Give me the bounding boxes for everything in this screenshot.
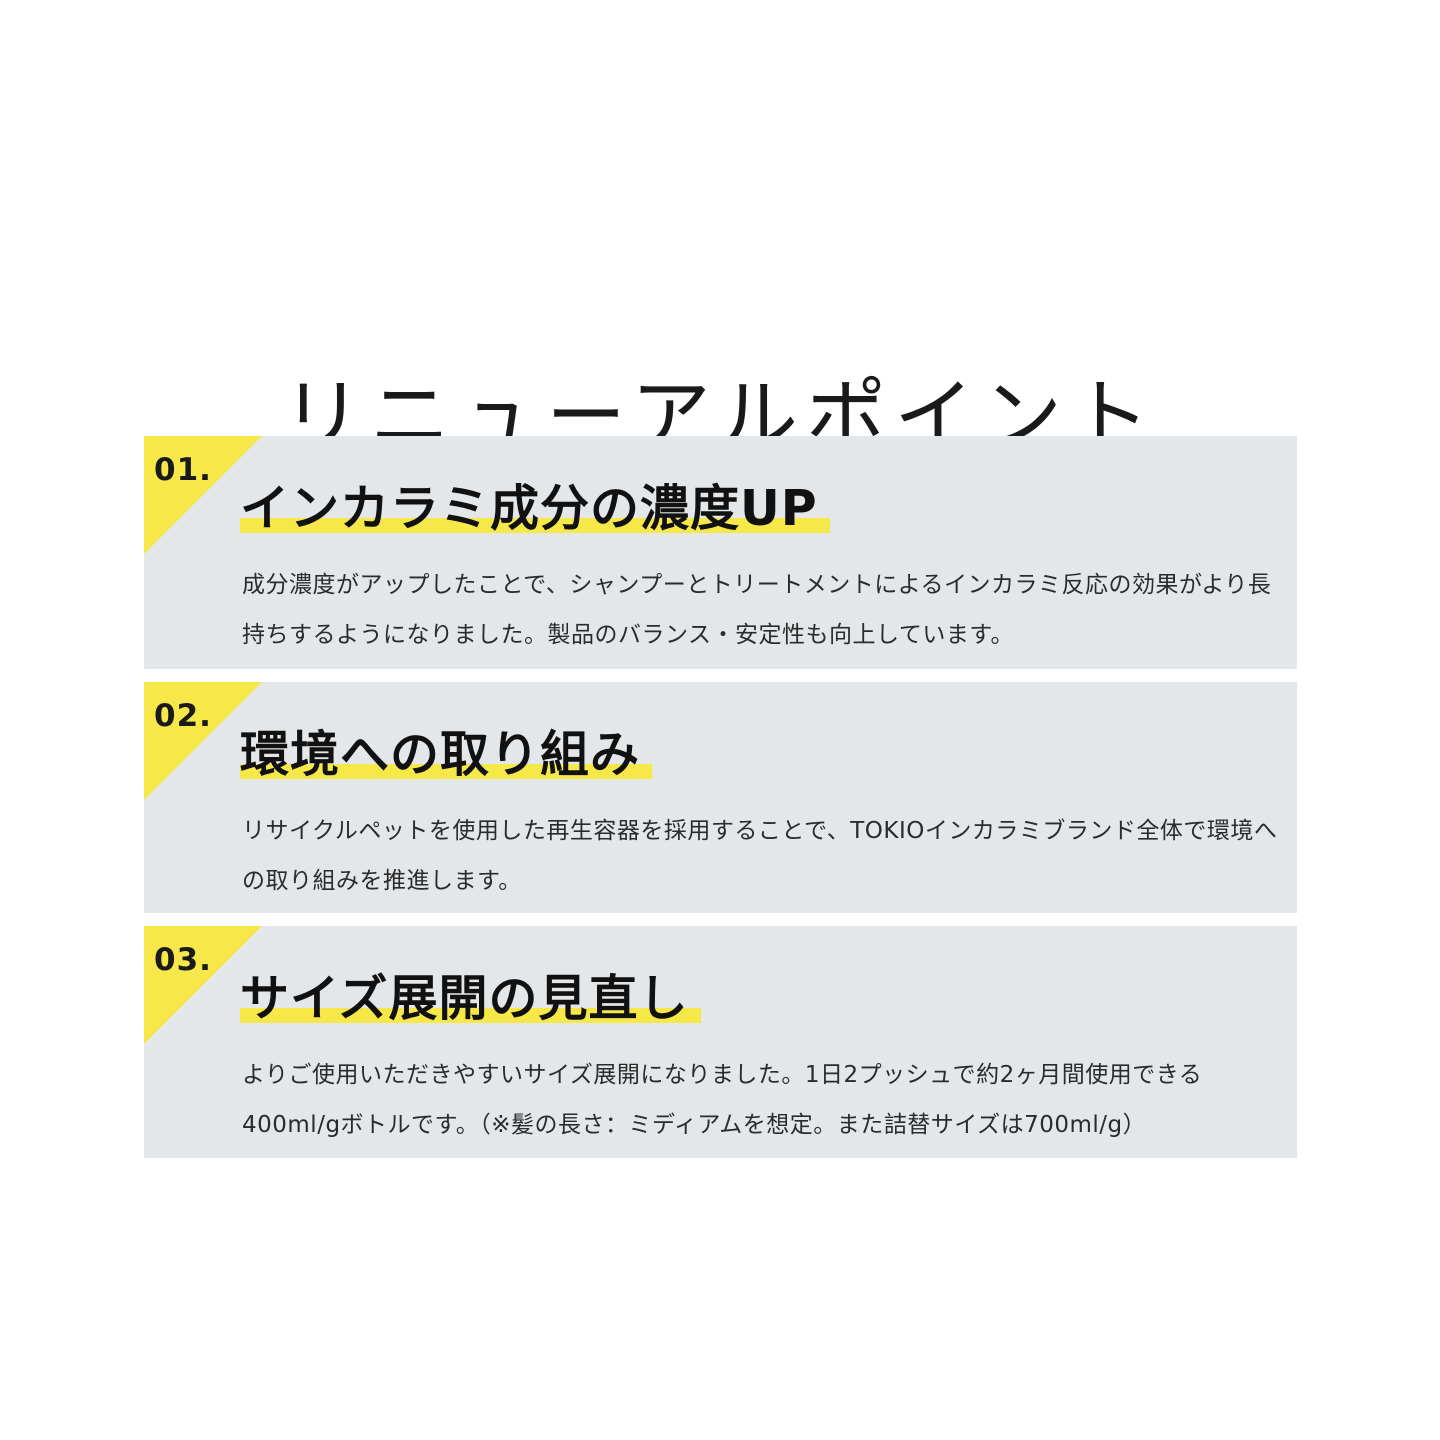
heading-highlight-bar [240, 518, 830, 533]
point-number: 01. [154, 452, 212, 488]
point-heading-text: インカラミ成分の濃度UP [240, 480, 818, 537]
point-number: 03. [154, 942, 212, 978]
corner-flag-decoration [144, 436, 262, 554]
point-description: リサイクルペットを使用した再生容器を採用することで、TOKIOインカラミブランド… [242, 818, 1278, 894]
point-number: 02. [154, 698, 212, 734]
corner-flag-decoration [144, 926, 262, 1044]
heading-highlight-bar [240, 764, 653, 779]
heading-highlight-bar [240, 1008, 701, 1023]
point-heading: インカラミ成分の濃度UP [240, 478, 830, 540]
renewal-point-card-3: 03. サイズ展開の見直し よりご使用いただきやすいサイズ展開になりました。1日… [144, 926, 1297, 1158]
point-heading-text: 環境への取り組み [240, 726, 641, 783]
corner-flag-decoration [144, 682, 262, 800]
renewal-point-card-2: 02. 環境への取り組み リサイクルペットを使用した再生容器を採用することで、T… [144, 682, 1297, 913]
point-heading: サイズ展開の見直し [240, 968, 701, 1030]
point-description: 成分濃度がアップしたことで、シャンプーとトリートメントによるインカラミ反応の効果… [242, 572, 1272, 648]
point-heading: 環境への取り組み [240, 724, 653, 786]
renewal-point-card-1: 01. インカラミ成分の濃度UP 成分濃度がアップしたことで、シャンプーとトリー… [144, 436, 1297, 669]
point-description: よりご使用いただきやすいサイズ展開になりました。1日2プッシュで約2ヶ月間使用で… [242, 1062, 1203, 1138]
point-heading-text: サイズ展開の見直し [240, 970, 689, 1027]
